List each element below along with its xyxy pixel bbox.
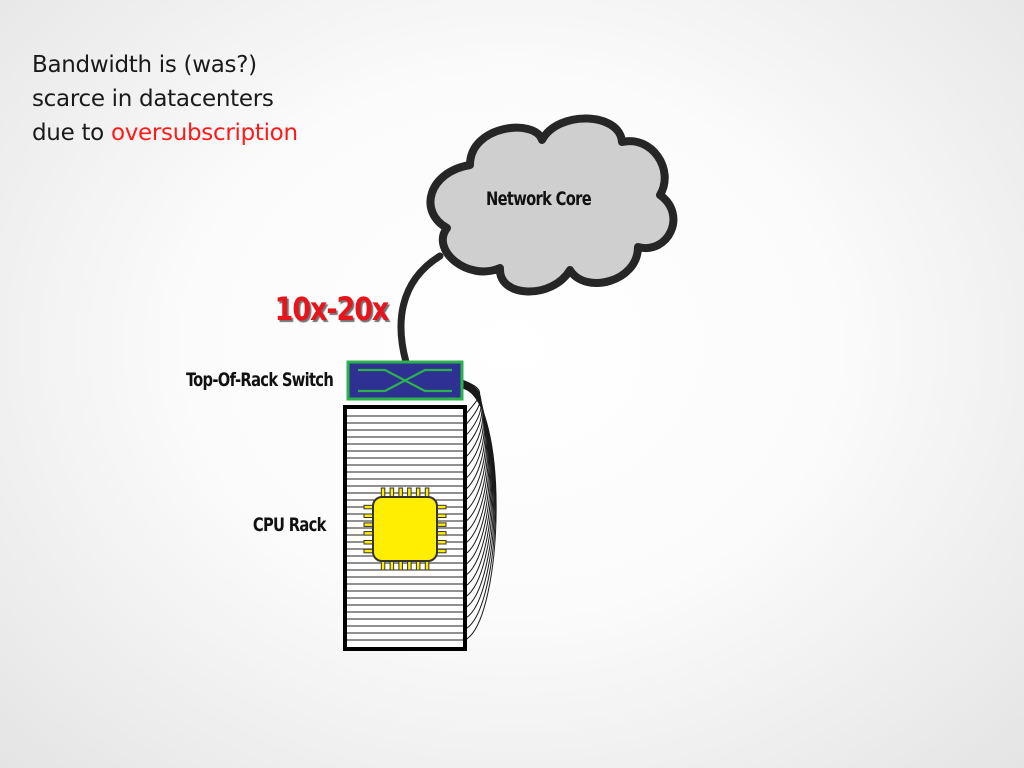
headline-line-3-prefix: due to (32, 120, 111, 146)
oversubscription-ratio-label: 10x-20x (274, 290, 389, 328)
cpu-chip-body (372, 496, 438, 562)
headline-line-1: Bandwidth is (was?) (32, 52, 257, 78)
headline-highlight-word: oversubscription (110, 120, 298, 146)
network-core-label: Network Core (486, 188, 592, 210)
network-core-cloud-icon (426, 114, 678, 296)
headline-line-2: scarce in datacenters (32, 86, 274, 112)
cloud-shape (426, 114, 678, 296)
switch-crossover-symbol (358, 368, 452, 393)
headline-line-3: due to oversubscription (32, 116, 372, 150)
cpu-rack-label: CPU Rack (253, 514, 327, 536)
rack-cable (461, 387, 497, 641)
uplink-cable (397, 252, 444, 366)
slide-headline: Bandwidth is (was?) scarce in datacenter… (32, 48, 372, 150)
cpu-chip-icon (363, 487, 447, 571)
rack-cable-bundle (461, 379, 497, 641)
switch-path-bottom (358, 368, 452, 393)
top-of-rack-switch-label: Top-Of-Rack Switch (185, 369, 334, 391)
top-of-rack-switch-icon (346, 360, 464, 401)
